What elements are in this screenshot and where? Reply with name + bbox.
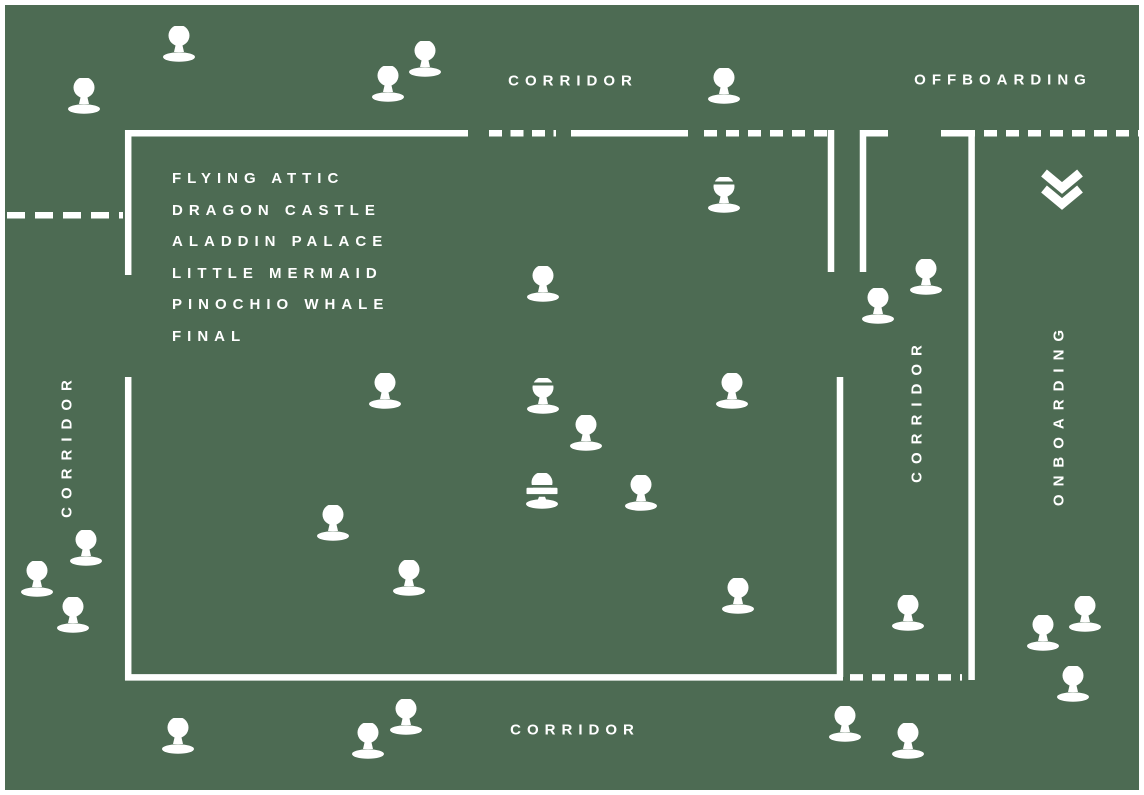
person-icon: [70, 530, 102, 566]
person-icon: [57, 597, 89, 633]
room-label: ALADDIN PALACE: [172, 233, 389, 251]
person-icon: [409, 41, 441, 77]
person-icon: [317, 505, 349, 541]
label-corridor-bottom: CORRIDOR: [510, 721, 640, 739]
label-corridor-top: CORRIDOR: [508, 72, 638, 90]
person-icon: [162, 718, 194, 754]
person-icon: [910, 259, 942, 295]
person-icon: [892, 723, 924, 759]
person-icon: [369, 373, 401, 409]
room-label: LITTLE MERMAID: [172, 264, 383, 282]
person-icon: [625, 475, 657, 511]
person-icon: [708, 68, 740, 104]
person-icon: [1069, 596, 1101, 632]
person-icon: [722, 578, 754, 614]
person-icon: [21, 561, 53, 597]
person-icon: [352, 723, 384, 759]
person-icon: [829, 706, 861, 742]
person-icon: [527, 266, 559, 302]
room-label: PINOCHIO WHALE: [172, 296, 390, 314]
person-icon: [1027, 615, 1059, 651]
person-icon: [708, 177, 740, 213]
person-icon: [570, 415, 602, 451]
person-icon: [892, 595, 924, 631]
person-icon: [68, 78, 100, 114]
person-icon: [525, 473, 559, 509]
room-label: DRAGON CASTLE: [172, 201, 381, 219]
label-offboarding: OFFBOARDING: [914, 71, 1092, 89]
person-icon: [372, 66, 404, 102]
room-label: FLYING ATTIC: [172, 170, 345, 187]
person-icon: [393, 560, 425, 596]
double-chevron-down-icon: [1041, 169, 1083, 210]
person-icon: [163, 26, 195, 62]
person-icon: [1057, 666, 1089, 702]
person-icon: [862, 288, 894, 324]
person-icon: [390, 699, 422, 735]
person-icon: [716, 373, 748, 409]
room-label: FINAL: [172, 327, 247, 345]
person-icon: [527, 378, 559, 414]
room-list: FLYING ATTIC DRAGON CASTLE ALADDIN PALACE L…: [172, 163, 389, 353]
